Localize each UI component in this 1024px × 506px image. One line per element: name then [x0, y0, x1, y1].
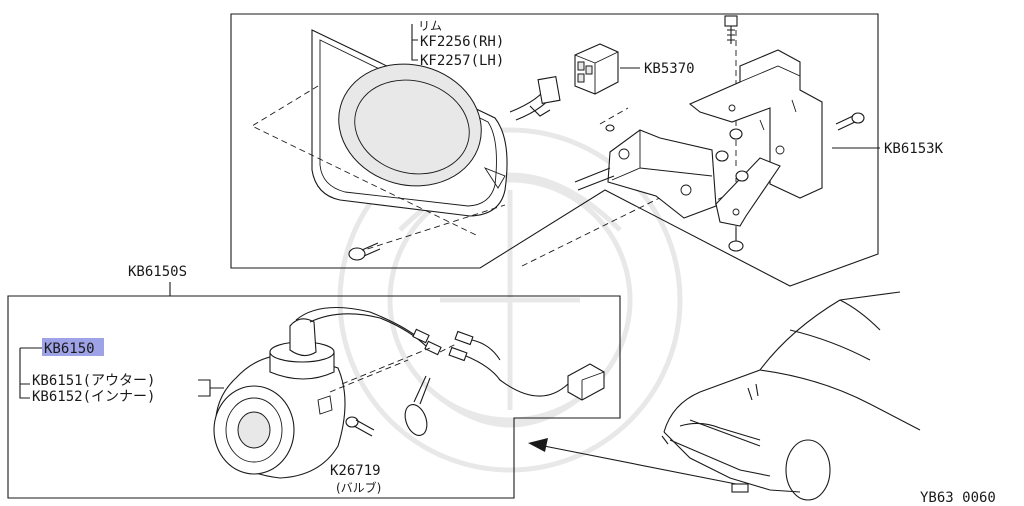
lamp-wiring — [295, 307, 605, 401]
highlight-kb6150 — [42, 338, 104, 356]
nut-mid-2 — [735, 170, 749, 182]
label-k26719: K26719 — [330, 463, 381, 479]
label-kf2257: KF2257(LH) — [420, 53, 504, 69]
wire-clamp — [404, 375, 431, 436]
label-kb6150s: KB6150S — [128, 264, 187, 280]
rim-connector — [509, 75, 561, 121]
bracket-side — [715, 157, 781, 227]
label-bulb: (バルブ) — [336, 480, 381, 495]
label-kb5370: KB5370 — [644, 61, 695, 77]
upper-group-outline — [230, 13, 879, 287]
washer-small — [605, 124, 615, 132]
location-arrow — [528, 438, 737, 485]
bracket-lower — [574, 129, 717, 219]
nut-mid-1 — [715, 150, 729, 162]
lower-group-outline — [7, 295, 621, 499]
connector-kb5370 — [574, 43, 640, 95]
label-kb6151: KB6151(アウター) — [32, 373, 155, 389]
screw-lamp — [345, 416, 375, 437]
label-rim: リム — [418, 19, 442, 33]
bolt-top — [724, 15, 738, 44]
rim-part — [311, 29, 508, 217]
label-kf2256: KF2256(RH) — [420, 34, 504, 50]
nut-center — [729, 128, 743, 140]
fog-lamp-assembly — [213, 318, 346, 479]
bolt-rim — [348, 242, 381, 261]
label-kb6150: KB6150 — [44, 341, 95, 357]
car-illustration — [661, 291, 921, 501]
bolt-right — [835, 112, 865, 131]
bracket-plate — [688, 49, 823, 199]
label-kb6153k: KB6153K — [884, 141, 944, 157]
nut-lower — [728, 228, 744, 252]
label-diagram-code: YB63 0060 — [920, 490, 996, 506]
watermark-emblem — [337, 127, 683, 473]
label-kb6152: KB6152(インナー) — [32, 389, 155, 405]
